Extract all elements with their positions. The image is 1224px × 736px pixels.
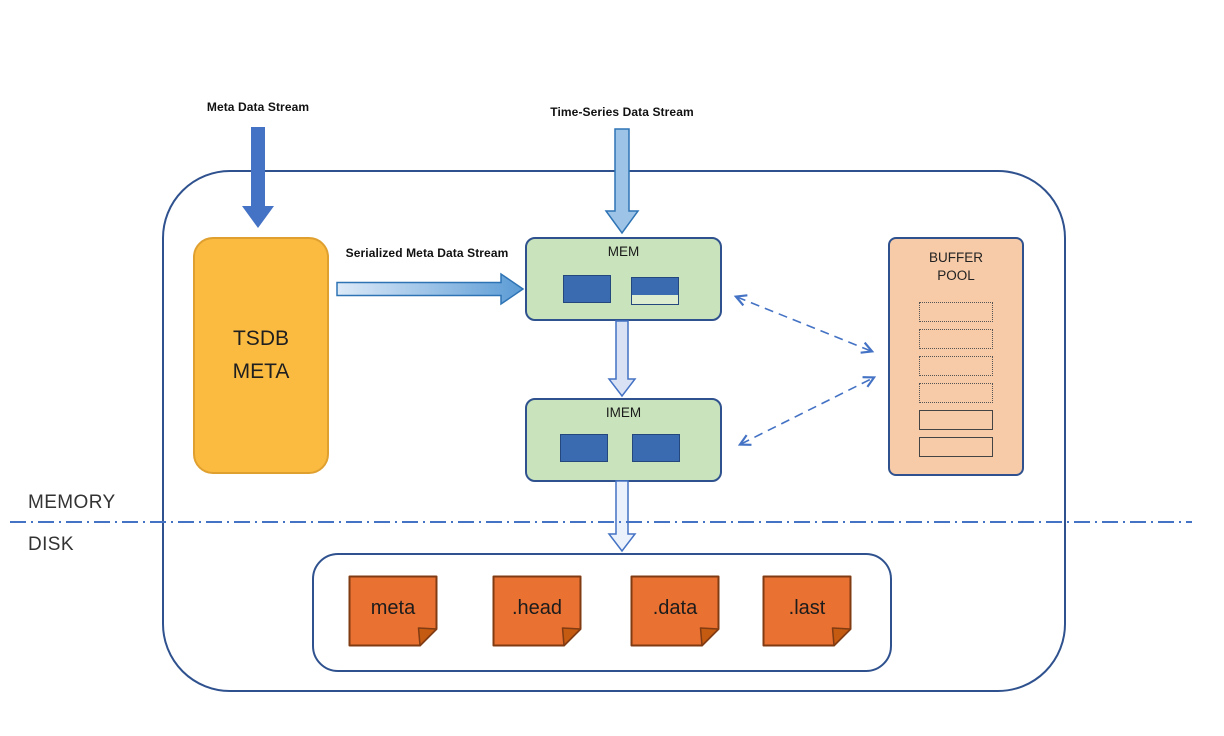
file-label: meta (370, 596, 416, 619)
file-note-data: .data (630, 575, 720, 647)
mem-node: MEM (525, 237, 722, 321)
folded-note-icon (492, 575, 582, 647)
buffer-pool-label: BUFFER POOL (890, 249, 1022, 284)
buffer-slot (919, 410, 993, 430)
tsdb-meta-node: TSDB META (193, 237, 329, 474)
folded-note-icon (762, 575, 852, 647)
buffer-slot-list (890, 302, 1022, 457)
file-label: .head (511, 596, 563, 619)
buffer-pool-label-line1: BUFFER (929, 250, 983, 265)
serialized-stream-label: Serialized Meta Data Stream (345, 246, 509, 260)
time-series-stream-label: Time-Series Data Stream (550, 105, 694, 119)
meta-stream-label: Meta Data Stream (206, 100, 310, 114)
buffer-pool-node: BUFFER POOL (888, 237, 1024, 476)
mem-block-full (563, 275, 611, 303)
imem-node: IMEM (525, 398, 722, 482)
tsdb-meta-label-line2: META (232, 359, 290, 383)
imem-block-2 (632, 434, 680, 462)
buffer-slot (919, 302, 993, 322)
file-note-last: .last (762, 575, 852, 647)
folded-note-icon (630, 575, 720, 647)
mem-block-partial-fill (632, 278, 678, 295)
tsdb-meta-label-line1: TSDB (232, 326, 289, 350)
imem-label: IMEM (605, 405, 642, 420)
folded-note-icon (348, 575, 438, 647)
buffer-slot (919, 437, 993, 457)
buffer-slot (919, 329, 993, 349)
disk-zone-label: DISK (28, 534, 74, 555)
file-label: .last (788, 596, 826, 619)
memory-zone-label: MEMORY (28, 492, 116, 513)
disk-files-group (312, 553, 892, 672)
buffer-slot (919, 383, 993, 403)
buffer-pool-label-line2: POOL (937, 267, 975, 283)
imem-block-1 (560, 434, 608, 462)
file-note-meta: meta (348, 575, 438, 647)
mem-block-partial (631, 277, 679, 305)
file-note-head: .head (492, 575, 582, 647)
file-label: .data (652, 596, 698, 619)
buffer-slot (919, 356, 993, 376)
mem-label: MEM (607, 244, 640, 259)
